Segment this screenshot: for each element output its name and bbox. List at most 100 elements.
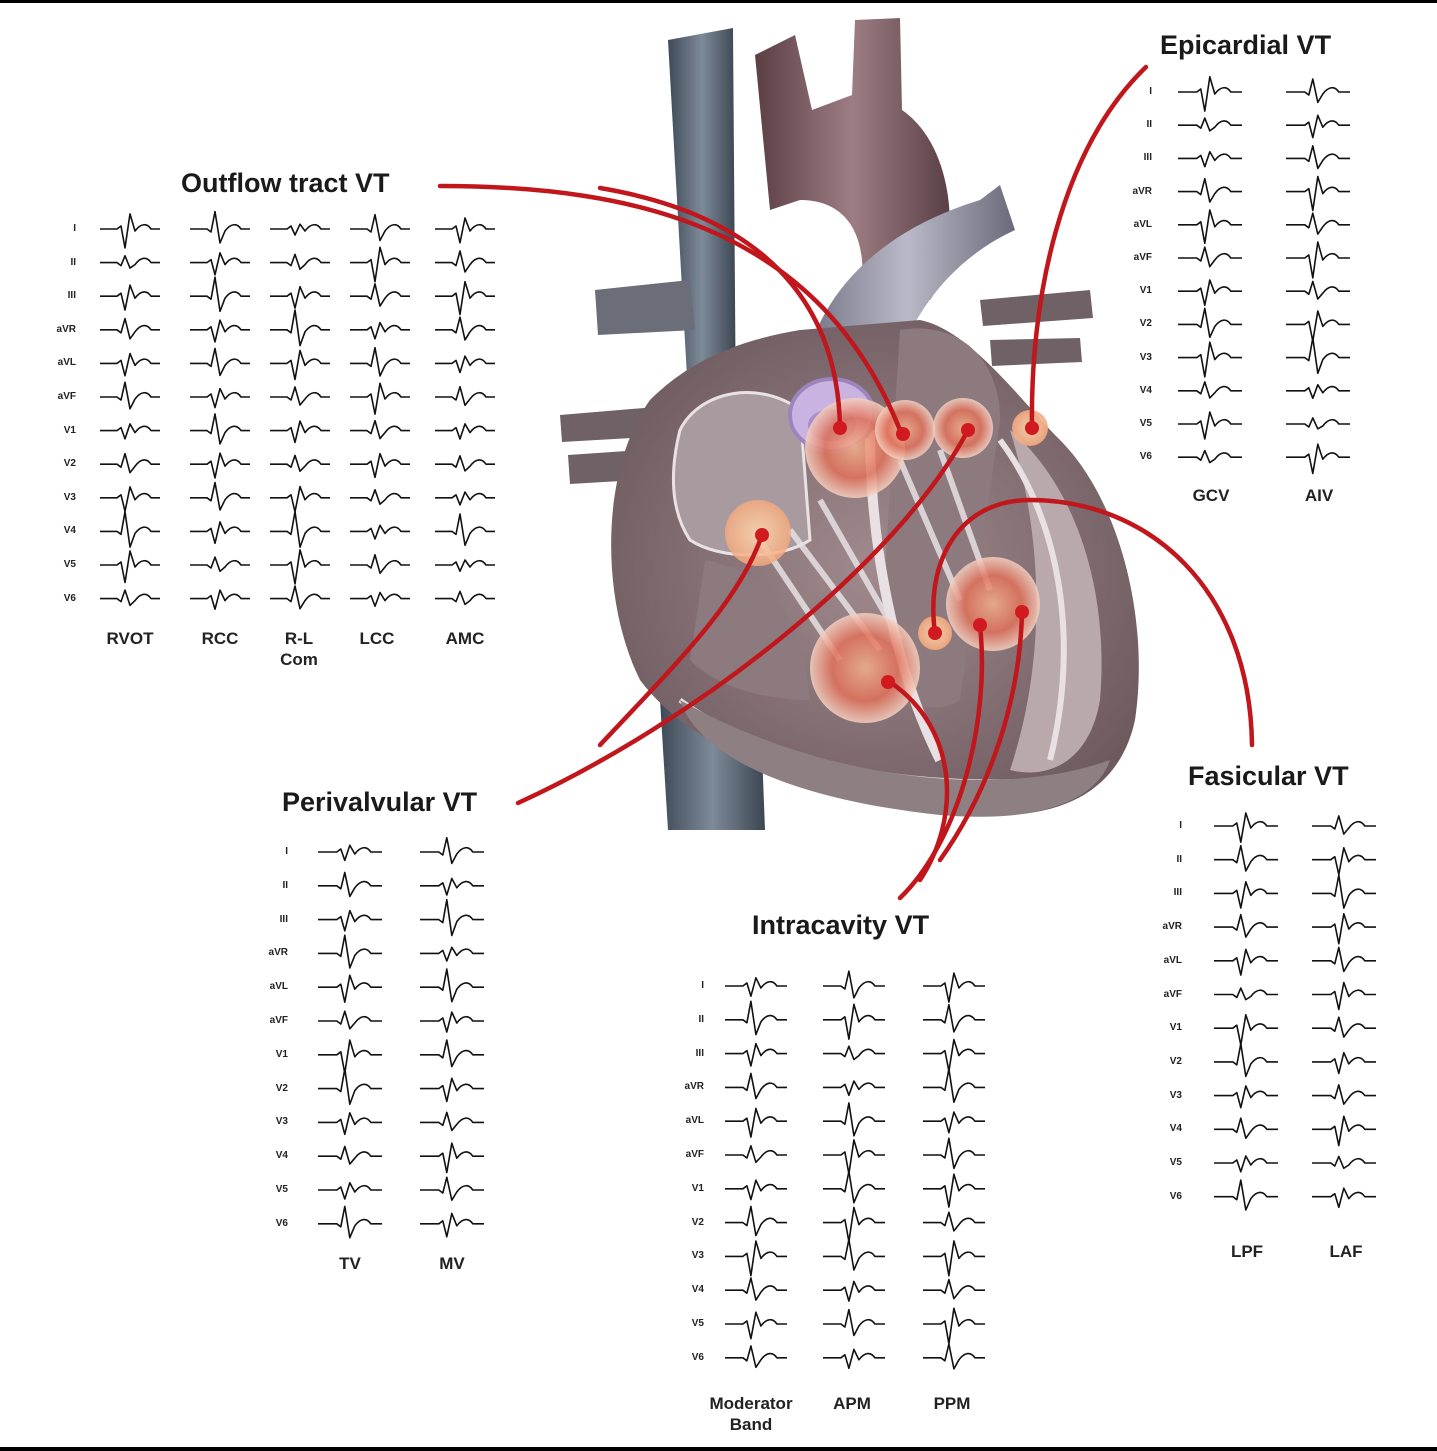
leader-intracavity-mb [937, 609, 1025, 863]
leader-perivalvular-mv [515, 427, 971, 806]
ecg-trace-intracavity-ppm-v6 [923, 1343, 985, 1370]
lead-label-epicardial-iii: III [1143, 152, 1152, 164]
column-label-ppm: PPM [933, 1394, 971, 1413]
lead-label-outflow-avl: aVL [57, 357, 76, 369]
marker-rcc [896, 427, 910, 441]
ecg-trace-outflow-rcc-v4 [190, 521, 250, 545]
lead-label-perivalvular-ii: II [282, 879, 288, 891]
leader-intracavity-ppm [897, 622, 985, 901]
ecg-trace-outflow-rvot-v4 [100, 510, 160, 548]
ecg-trace-perivalvular-mv-avl [420, 968, 484, 1003]
leader-intracavity-apm [887, 679, 950, 883]
ecg-trace-intracavity-moderator-band-iii [725, 1042, 787, 1067]
ecg-trace-intracavity-apm-v6 [823, 1348, 885, 1370]
ecg-trace-outflow-lcc-v3 [350, 489, 410, 505]
ecg-trace-fascicular-lpf-avl [1214, 948, 1278, 976]
pulmonary-vein-left-upper [595, 280, 695, 335]
ecg-trace-perivalvular-tv-avr [318, 934, 382, 969]
ecg-trace-perivalvular-mv-v6 [420, 1212, 484, 1238]
column-label-rcc: RCC [201, 629, 239, 648]
ecg-trace-fascicular-lpf-avf [1214, 987, 1278, 1001]
lead-label-perivalvular-iii: III [279, 913, 288, 925]
ecg-trace-fascicular-lpf-ii [1214, 844, 1278, 872]
ecg-trace-fascicular-lpf-v6 [1214, 1179, 1278, 1211]
lead-label-outflow-v4: V4 [63, 525, 76, 537]
ecg-trace-intracavity-ppm-v2 [923, 1211, 985, 1232]
pulmonary-vein-right-upper [980, 290, 1093, 326]
lead-label-intracavity-i: I [701, 980, 704, 991]
ecg-trace-outflow-r-l-com-i [270, 223, 330, 236]
lead-label-fascicular-v1: V1 [1169, 1022, 1182, 1034]
leader-outflow-to-rcc [437, 183, 903, 433]
top-border [0, 0, 1437, 3]
lead-label-outflow-ii: II [70, 256, 76, 268]
ecg-trace-intracavity-ppm-v1 [923, 1173, 985, 1208]
ecg-trace-outflow-amc-ii [435, 250, 495, 273]
lead-label-fascicular-avf: aVF [1163, 988, 1182, 1000]
column-label-amc: AMC [445, 629, 485, 648]
ecg-trace-epicardial-gcv-avl [1178, 209, 1242, 245]
column-label-rl-com: R-L Com [280, 629, 318, 669]
ecg-trace-perivalvular-tv-i [318, 844, 382, 862]
leader-fascicular [931, 497, 1255, 748]
lead-label-epicardial-avr: aVR [1132, 185, 1152, 197]
column-label-laf: LAF [1329, 1242, 1363, 1261]
lead-label-perivalvular-i: I [285, 846, 288, 857]
marker-epicardial [1025, 421, 1039, 435]
ecg-trace-epicardial-gcv-v1 [1178, 279, 1242, 307]
lead-label-intracavity-v6: V6 [691, 1351, 704, 1363]
ecg-trace-intracavity-moderator-band-v5 [725, 1311, 787, 1340]
lead-label-perivalvular-v1: V1 [275, 1048, 288, 1060]
ecg-trace-perivalvular-mv-avf [420, 1011, 484, 1033]
leader-perivalvular-tv [597, 532, 765, 748]
ecg-trace-intracavity-apm-avl [823, 1102, 885, 1137]
lead-label-intracavity-v2: V2 [691, 1216, 704, 1228]
lead-label-intracavity-avf: aVF [685, 1149, 704, 1160]
ecg-trace-intracavity-apm-v3 [823, 1238, 885, 1271]
ecg-trace-intracavity-moderator-band-v1 [725, 1179, 787, 1201]
ecg-trace-outflow-amc-i [435, 217, 495, 244]
lead-label-epicardial-v6: V6 [1139, 451, 1152, 463]
ecg-trace-intracavity-ppm-i [923, 972, 985, 1003]
lead-label-outflow-avf: aVF [57, 391, 76, 402]
ecg-trace-outflow-r-l-com-v6 [270, 585, 330, 610]
ecg-trace-intracavity-apm-v2 [823, 1206, 885, 1243]
ecg-trace-perivalvular-tv-ii [318, 871, 382, 898]
ecg-trace-intracavity-moderator-band-avr [725, 1072, 787, 1100]
ecg-trace-outflow-lcc-avl [350, 346, 410, 377]
lead-label-perivalvular-v6: V6 [275, 1217, 288, 1229]
ecg-trace-intracavity-moderator-band-avf [725, 1145, 787, 1164]
ecg-trace-outflow-amc-v2 [435, 455, 495, 472]
marker-tv [755, 528, 769, 542]
ecg-trace-perivalvular-mv-i [420, 836, 484, 865]
ecg-trace-outflow-r-l-com-avf [270, 386, 330, 406]
ecg-trace-intracavity-apm-iii [823, 1045, 885, 1061]
ecg-trace-outflow-r-l-com-avr [270, 309, 330, 347]
ecg-trace-epicardial-aiv-i [1286, 78, 1350, 104]
ecg-trace-fascicular-lpf-v2 [1214, 1043, 1278, 1078]
ecg-trace-perivalvular-tv-v1 [318, 1039, 382, 1075]
ecg-trace-fascicular-lpf-v4 [1214, 1117, 1278, 1140]
ecg-trace-fascicular-laf-v3 [1312, 1084, 1376, 1105]
ecg-trace-outflow-rcc-v1 [190, 413, 250, 445]
ecg-trace-outflow-lcc-v6 [350, 591, 410, 608]
column-label-apm: APM [833, 1394, 871, 1413]
ecg-trace-outflow-amc-v4 [435, 513, 495, 547]
ecg-trace-outflow-rcc-i [190, 210, 250, 244]
ecg-trace-outflow-rcc-iii [190, 276, 250, 313]
ecg-trace-epicardial-gcv-avr [1178, 177, 1242, 203]
ecg-trace-outflow-lcc-iii [350, 283, 410, 307]
ecg-trace-intracavity-apm-v5 [823, 1308, 885, 1337]
perivalvular-panel-title: Perivalvular VT [282, 787, 478, 817]
ecg-trace-outflow-lcc-v5 [350, 553, 410, 574]
ecg-trace-perivalvular-mv-v3 [420, 1111, 484, 1132]
column-label-gcv: GCV [1192, 486, 1230, 505]
lead-label-outflow-v6: V6 [63, 592, 76, 604]
ecg-trace-outflow-rcc-v5 [190, 556, 250, 573]
fascicular-panel-title: Fasicular VT [1188, 761, 1349, 791]
ecg-trace-intracavity-apm-v1 [823, 1170, 885, 1204]
ecg-trace-outflow-r-l-com-v1 [270, 420, 330, 444]
lead-label-intracavity-v3: V3 [691, 1250, 704, 1262]
ecg-trace-epicardial-aiv-avl [1286, 212, 1350, 235]
